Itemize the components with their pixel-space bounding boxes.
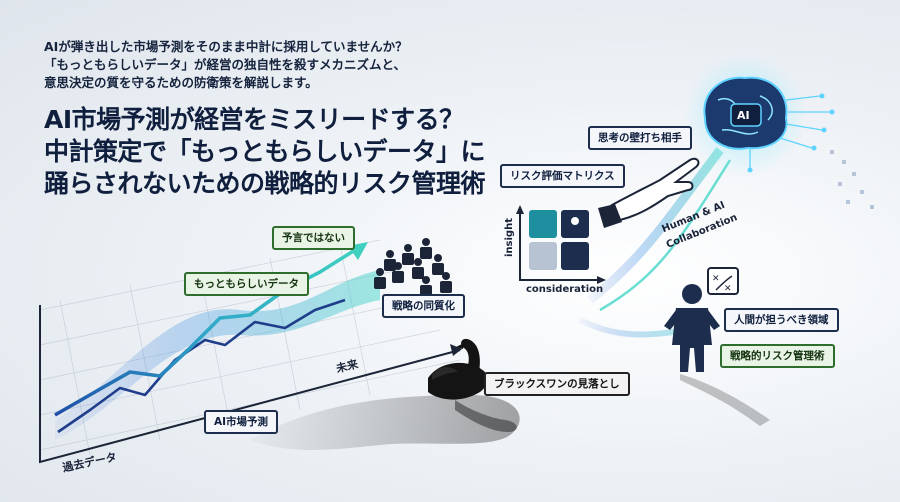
businessman-icon [664, 284, 720, 372]
forecast-ribbon [55, 270, 380, 440]
ai-chip-label: AI [737, 109, 750, 122]
graph-axes [39, 305, 461, 464]
black-swan-icon [428, 338, 488, 400]
past-data-line [57, 298, 346, 434]
black-swan-tag: ブラックスワンの見落とし [484, 372, 630, 396]
svg-text:✕: ✕ [724, 284, 732, 294]
swan-reflection [455, 400, 517, 432]
digital-dots [830, 150, 874, 209]
svg-text:✕: ✕ [712, 274, 720, 284]
matrix-x-axis-label: consideration [526, 284, 604, 295]
businessman-shadow [680, 374, 770, 426]
intro-line-1: AIが弾き出した市場予測をそのまま中計に採用していませんか？ [44, 39, 408, 54]
ai-brain-icon [703, 76, 835, 173]
homogenized-people-icon [374, 238, 452, 297]
future-arrowhead-axis [450, 344, 462, 356]
page-title-line-1: AI市場予測が経営をミスリードする？ [44, 105, 464, 134]
matrix-y-axis-label: insight [503, 218, 515, 257]
plausible-data-tag: もっともらしいデータ [184, 272, 309, 296]
ai-forecast-tag: AI市場予測 [204, 410, 279, 434]
risk-matrix-icon [516, 205, 606, 284]
swan-shadow [250, 395, 520, 450]
human-domain-tag: 人間が担うべき領域 [724, 308, 839, 332]
intro-line-3: 意思決定の質を守るための防衛策を解説します。 [44, 75, 318, 90]
page-title-line-3: 踊らされないための戦略的リスク管理術 [44, 169, 486, 198]
strategy-board-icon: ✕ ✕ [707, 267, 739, 295]
strategic-risk-management-tag: 戦略的リスク管理術 [720, 344, 835, 368]
page-title-line-2: 中計策定で「もっともらしいデータ」に [44, 137, 486, 166]
strategy-homogenization-tag: 戦略の同質化 [382, 294, 465, 318]
intro-line-2: 「もっともらしいデータ」が経営の独自性を殺すメカニズムと、 [44, 57, 407, 72]
risk-matrix-tag: リスク評価マトリクス [500, 164, 625, 188]
sparring-partner-tag: 思考の壁打ち相手 [588, 126, 692, 150]
not-prediction-tag: 予言ではない [272, 226, 355, 250]
pointing-hand-icon [598, 157, 700, 228]
